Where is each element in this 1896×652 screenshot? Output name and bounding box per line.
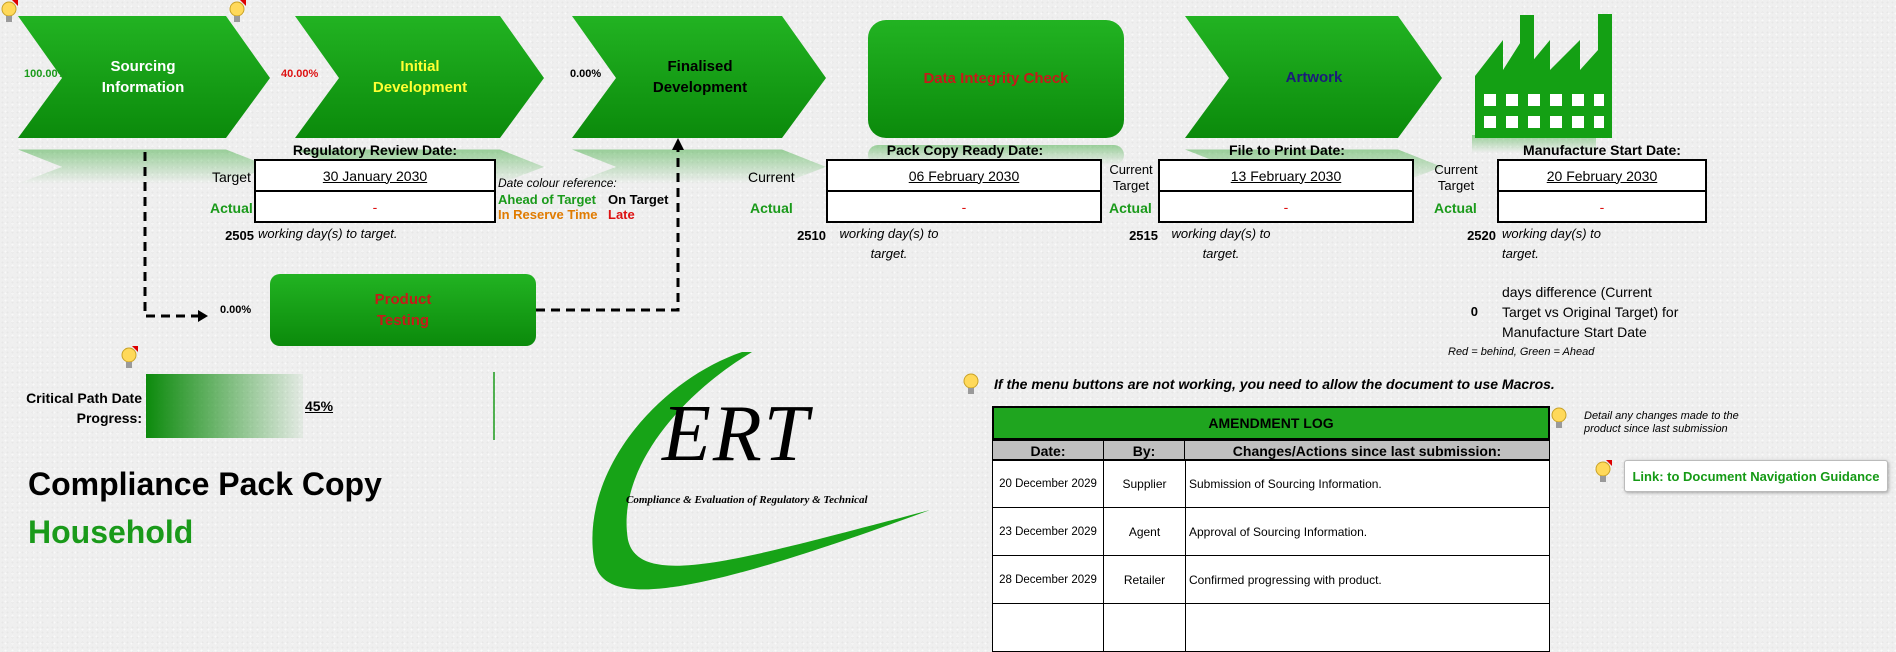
pack-copy-actual-field[interactable]: - xyxy=(826,190,1102,223)
cell-by[interactable] xyxy=(1104,604,1186,652)
lightbulb-icon[interactable] xyxy=(962,372,980,398)
cell-by[interactable]: Agent xyxy=(1104,508,1186,556)
chevron-sourcing-information[interactable] xyxy=(18,16,270,184)
chevron-finalised-development[interactable] xyxy=(572,16,826,184)
percent-testing: 0.00% xyxy=(220,304,252,316)
regulatory-actual-label: Actual xyxy=(210,200,253,216)
percent-sourcing: 100.00% xyxy=(24,68,68,80)
cell-change[interactable]: Approval of Sourcing Information. xyxy=(1186,508,1550,556)
pack-copy-days-number: 2510 xyxy=(797,228,826,243)
cell-change[interactable]: Submission of Sourcing Information. xyxy=(1186,460,1550,508)
label-artwork: Artwork xyxy=(1285,69,1343,86)
cell-date[interactable]: 20 December 2029 xyxy=(992,460,1104,508)
cell-date[interactable] xyxy=(992,604,1104,652)
amendment-header-by: By: xyxy=(1103,440,1185,460)
macro-note: If the menu buttons are not working, you… xyxy=(994,376,1555,392)
arrow-head-right xyxy=(198,310,208,322)
file-print-current-field[interactable]: 13 February 2030 xyxy=(1158,159,1414,192)
factory-icon xyxy=(1472,14,1612,153)
lightbulb-icon[interactable] xyxy=(1594,460,1612,486)
file-print-title: File to Print Date: xyxy=(1229,142,1345,158)
box-product-testing[interactable] xyxy=(270,274,536,346)
colour-ref-late: Late xyxy=(608,207,635,222)
cert-logo xyxy=(592,352,930,590)
amendment-log-title: AMENDMENT LOG xyxy=(992,406,1550,440)
regulatory-target-field[interactable]: 30 January 2030 xyxy=(254,159,496,192)
pack-copy-current-label: Current xyxy=(748,169,795,185)
manufacture-title: Manufacture Start Date: xyxy=(1523,142,1681,158)
table-row[interactable]: 20 December 2029 Supplier Submission of … xyxy=(992,460,1550,508)
file-print-actual-field[interactable]: - xyxy=(1158,190,1414,223)
regulatory-days-text: working day(s) to target. xyxy=(258,226,398,241)
percent-finalised: 0.00% xyxy=(570,68,602,80)
lightbulb-icon[interactable] xyxy=(0,0,18,26)
pack-copy-actual-label: Actual xyxy=(750,200,793,216)
regulatory-days-number: 2505 xyxy=(225,228,254,243)
file-print-days-number: 2515 xyxy=(1129,228,1158,243)
lightbulb-icon[interactable] xyxy=(1550,406,1568,432)
cell-by[interactable]: Retailer xyxy=(1104,556,1186,604)
regulatory-target-label: Target xyxy=(212,169,251,185)
cell-date[interactable]: 23 December 2029 xyxy=(992,508,1104,556)
manufacture-diff-number: 0 xyxy=(1470,304,1478,319)
pack-copy-title: Pack Copy Ready Date: xyxy=(886,142,1044,158)
amendment-header-date: Date: xyxy=(992,440,1104,460)
connector-arrows xyxy=(143,150,680,318)
manufacture-actual-label: Actual xyxy=(1434,200,1477,216)
manufacture-days-number: 2520 xyxy=(1467,228,1496,243)
amendment-log-table: 20 December 2029 Supplier Submission of … xyxy=(992,460,1550,652)
regulatory-review-title: Regulatory Review Date: xyxy=(292,142,458,158)
logo-tagline: Compliance & Evaluation of Regulatory & … xyxy=(626,494,868,506)
colour-reference-title: Date colour reference: xyxy=(498,176,617,190)
critical-path-value: 45% xyxy=(305,398,334,414)
manufacture-current-field[interactable]: 20 February 2030 xyxy=(1497,159,1707,192)
cell-change[interactable] xyxy=(1186,604,1550,652)
table-row[interactable] xyxy=(992,604,1550,652)
regulatory-actual-field[interactable]: - xyxy=(254,190,496,223)
colour-ref-on-target: On Target xyxy=(608,192,669,207)
manufacture-legend: Red = behind, Green = Ahead xyxy=(1448,346,1595,358)
pack-copy-current-field[interactable]: 06 February 2030 xyxy=(826,159,1102,192)
logo-wordmark: ERT xyxy=(662,390,811,478)
page-title: Compliance Pack Copy xyxy=(28,466,382,502)
cell-date[interactable]: 28 December 2029 xyxy=(992,556,1104,604)
lightbulb-icon[interactable] xyxy=(228,0,246,26)
arrow-head-up xyxy=(672,138,684,150)
critical-path-progress-bar xyxy=(146,374,303,438)
colour-ref-reserve: In Reserve Time xyxy=(498,207,598,222)
percent-initial: 40.00% xyxy=(281,68,319,80)
manufacture-actual-field[interactable]: - xyxy=(1497,190,1707,223)
amendment-header-changes: Changes/Actions since last submission: xyxy=(1184,440,1550,460)
lightbulb-icon[interactable] xyxy=(120,346,138,372)
table-row[interactable]: 23 December 2029 Agent Approval of Sourc… xyxy=(992,508,1550,556)
label-data-integrity-check: Data Integrity Check xyxy=(923,70,1069,87)
table-row[interactable]: 28 December 2029 Retailer Confirmed prog… xyxy=(992,556,1550,604)
navigation-guidance-link[interactable]: Link: to Document Navigation Guidance xyxy=(1624,460,1888,492)
page-subtitle: Household xyxy=(28,514,194,550)
cell-change[interactable]: Confirmed progressing with product. xyxy=(1186,556,1550,604)
cell-by[interactable]: Supplier xyxy=(1104,460,1186,508)
file-print-actual-label: Actual xyxy=(1109,200,1152,216)
colour-ref-ahead: Ahead of Target xyxy=(498,192,596,207)
